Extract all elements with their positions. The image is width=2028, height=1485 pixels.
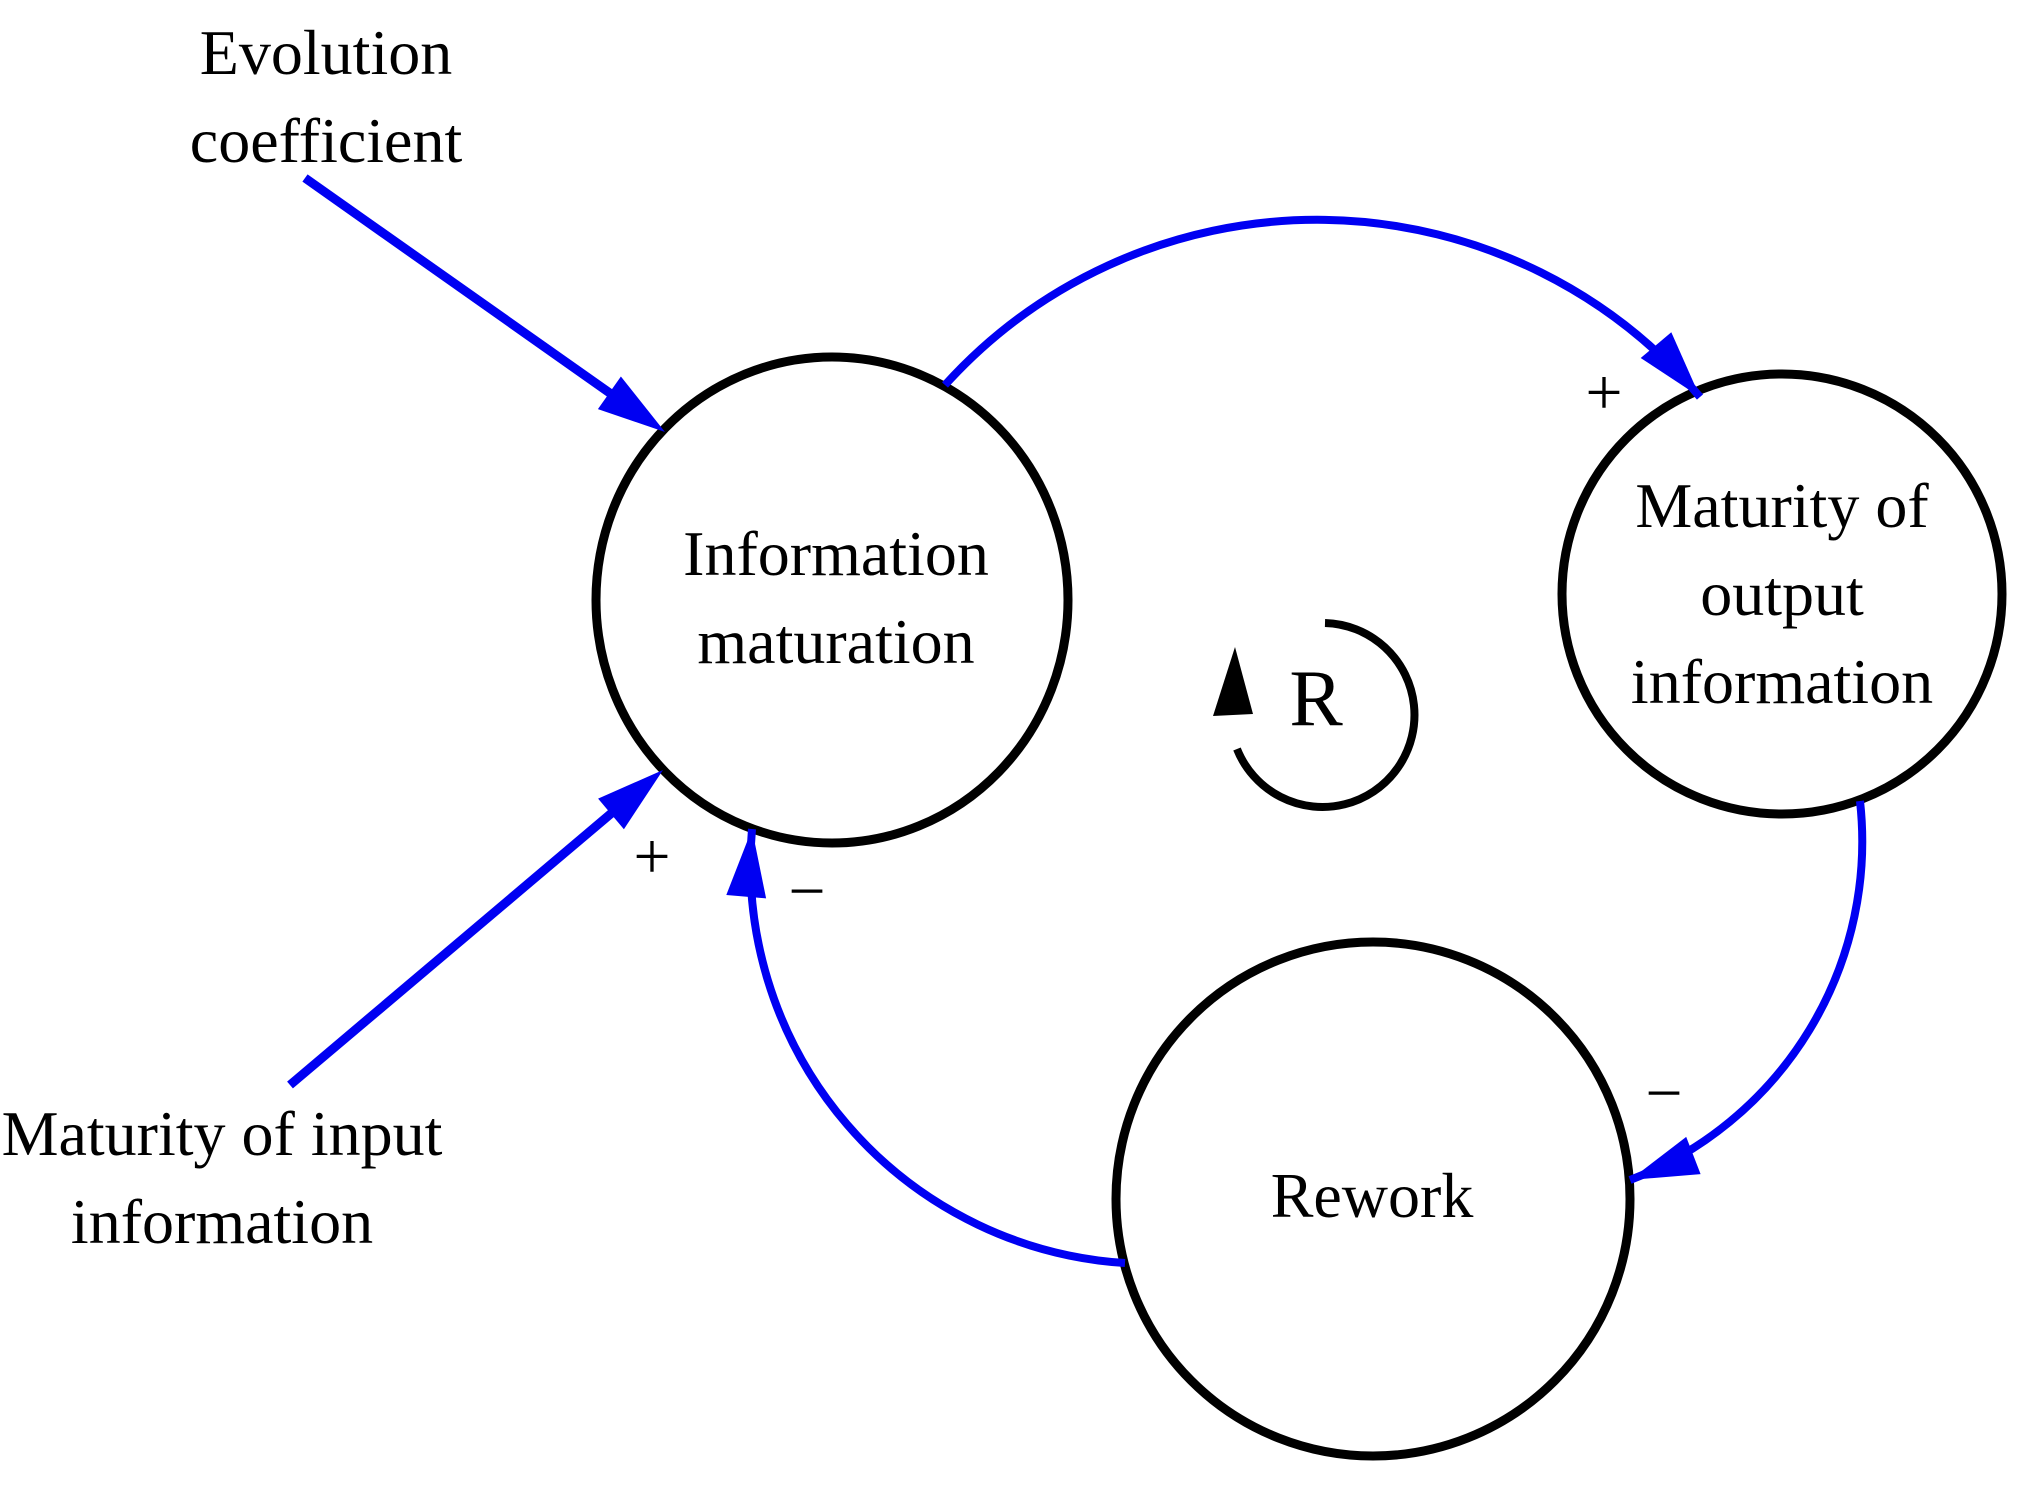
- polarity-sign-infomaturation-to-output: +: [1585, 356, 1623, 429]
- loop-arrow-arc: [1233, 619, 1419, 811]
- polarity-sign-output-to-rework: −: [1645, 1057, 1683, 1130]
- label-line: Rework: [1270, 1160, 1474, 1231]
- label-line: output: [1700, 558, 1864, 629]
- label-line: information: [70, 1186, 374, 1257]
- label-line: Maturity of: [1635, 470, 1929, 541]
- node-label-information-maturation: Information maturation: [683, 510, 989, 686]
- node-label-maturity-of-output-information: Maturity of output information: [1631, 462, 1933, 726]
- loop-arrowhead-icon: [1213, 647, 1253, 716]
- label-line: maturation: [697, 606, 975, 677]
- external-label-maturity-of-input-information: Maturity of input information: [2, 1090, 443, 1266]
- link-input-to-infomaturation: [287, 780, 649, 1089]
- label-line: Information: [683, 518, 989, 589]
- label-line: Maturity of input: [1, 1098, 443, 1169]
- label-line: Evolution: [199, 17, 453, 88]
- link-output-to-rework: [1628, 800, 1867, 1184]
- arrowhead-rework-to-infomaturation-icon: [726, 829, 767, 899]
- link-evolution-to-infomaturation: [302, 174, 651, 424]
- link-rework-to-infomaturation: [746, 828, 1126, 1267]
- node-circle-rework: [1111, 937, 1635, 1461]
- loop-marker-label: R: [1289, 655, 1343, 743]
- node-circle-information-maturation: [591, 352, 1073, 848]
- arrowhead-output-to-rework-icon: [1630, 1136, 1701, 1180]
- label-line: coefficient: [189, 105, 463, 176]
- label-line: information: [1630, 646, 1934, 717]
- polarity-sign-rework-to-infomaturation: −: [788, 855, 826, 928]
- external-label-evolution-coefficient: Evolution coefficient: [190, 9, 462, 185]
- node-label-rework: Rework: [1271, 1152, 1474, 1240]
- node-circle-maturity-of-output-information: [1557, 369, 2007, 819]
- arrowhead-input-to-infomaturation-icon: [598, 770, 663, 830]
- polarity-sign-input-to-infomaturation: +: [633, 820, 671, 893]
- arrowhead-evolution-to-infomaturation-icon: [597, 376, 665, 432]
- link-infomaturation-to-output: [942, 215, 1704, 400]
- arrowhead-infomaturation-to-output-icon: [1640, 332, 1700, 397]
